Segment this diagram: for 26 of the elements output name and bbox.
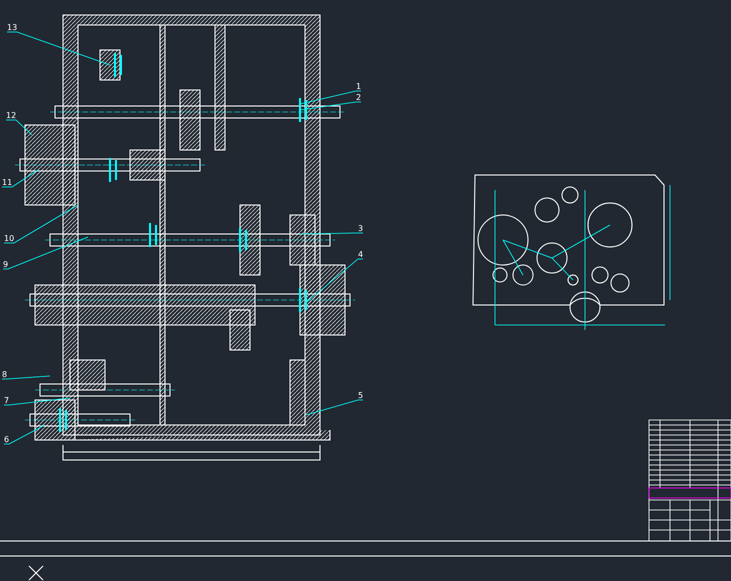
callout-number: 9 (3, 260, 8, 269)
leader-line (300, 102, 362, 110)
leader-line (4, 204, 78, 244)
callout-number: 7 (4, 396, 10, 405)
callout-number: 8 (2, 370, 8, 379)
leader-line (2, 376, 50, 380)
callout-number: 4 (358, 250, 364, 259)
leader-line (6, 32, 110, 66)
callout-number: 6 (4, 435, 10, 444)
callout-number: 2 (356, 93, 362, 102)
leader-line (2, 170, 38, 188)
leader-line (300, 232, 364, 234)
leader-line (4, 424, 46, 444)
leader-line (306, 400, 364, 416)
leader-line (6, 120, 32, 136)
callout-number: 13 (7, 23, 18, 32)
callout-number: 11 (2, 178, 12, 187)
callout-number: 1 (356, 82, 362, 91)
leader-line (2, 236, 88, 270)
callout-number: 12 (6, 111, 16, 120)
leader-line (306, 258, 364, 302)
callout-number: 5 (358, 391, 364, 400)
leader-line (300, 90, 362, 104)
callout-number: 10 (4, 234, 14, 243)
leader-line (4, 398, 70, 406)
callout-number: 3 (358, 224, 364, 233)
